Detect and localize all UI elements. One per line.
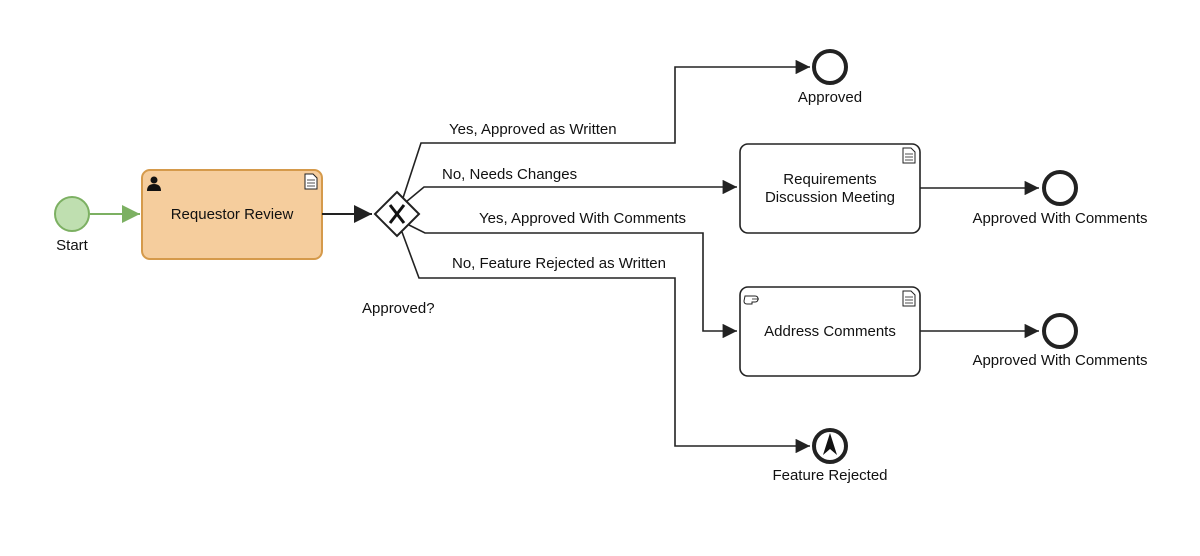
end-label-approved: Approved	[797, 89, 863, 106]
requirements-meeting-label-line1: Requirements	[783, 170, 877, 188]
escalation-icon	[823, 433, 837, 455]
hand-icon	[743, 295, 759, 305]
end-label-feature-rejected: Feature Rejected	[772, 467, 888, 484]
flow-label-yes-written: Yes, Approved as Written	[449, 121, 617, 138]
document-icon	[902, 290, 916, 307]
address-comments-label: Address Comments	[764, 322, 896, 340]
document-icon	[304, 173, 318, 190]
requirements-meeting-label: Requirements Discussion Meeting	[740, 144, 920, 233]
flow-label-no-rejected: No, Feature Rejected as Written	[452, 255, 666, 272]
end-event-approved[interactable]	[812, 49, 848, 85]
requirements-meeting-label-line2: Discussion Meeting	[764, 188, 896, 206]
flow-no-feature-rejected	[401, 231, 810, 454]
document-icon	[902, 147, 916, 164]
end-event-approved-comments-2[interactable]	[1042, 313, 1078, 349]
flow-label-yes-comments: Yes, Approved With Comments	[479, 210, 687, 227]
end-label-approved-comments-2: Approved With Comments	[972, 352, 1148, 369]
flow-yes-approved-written	[402, 59, 810, 199]
start-event[interactable]	[54, 196, 90, 232]
user-icon	[147, 176, 161, 191]
start-event-label: Start	[56, 237, 88, 254]
end-event-approved-comments-1[interactable]	[1042, 170, 1078, 206]
gateway-label: Approved?	[362, 300, 435, 317]
flow-yes-approved-comments	[408, 224, 737, 339]
requestor-review-label: Requestor Review	[170, 205, 294, 223]
flow-no-needs-changes	[405, 179, 737, 203]
flow-label-no-changes: No, Needs Changes	[442, 166, 578, 183]
x-marker-icon	[388, 204, 406, 224]
end-label-approved-comments-1: Approved With Comments	[972, 210, 1148, 227]
